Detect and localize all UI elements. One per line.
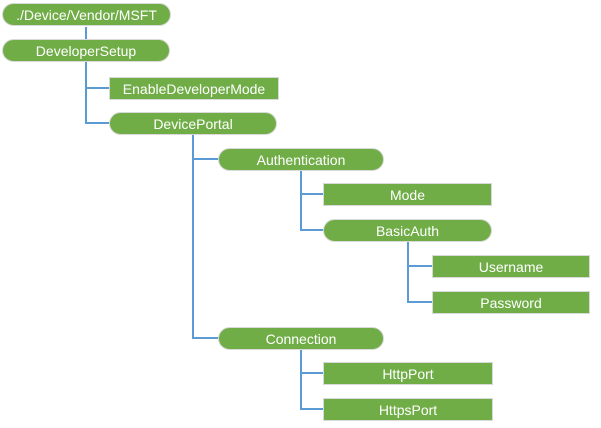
connector-branch-deviceportal xyxy=(85,122,111,124)
tree-node-authentication: Authentication xyxy=(218,148,384,171)
tree-node-username: Username xyxy=(432,255,590,278)
connector-branch-httpport xyxy=(300,372,325,374)
connector-trunk-authentication xyxy=(300,171,302,231)
connector-branch-enabledevelopermode xyxy=(85,87,111,89)
tree-node-device-vendor-msft: ./Device/Vendor/MSFT xyxy=(2,3,171,26)
tree-node-connection: Connection xyxy=(218,327,384,350)
connector-branch-connection xyxy=(192,337,220,339)
tree-node-httpsport: HttpsPort xyxy=(323,398,493,421)
connector-branch-username xyxy=(407,265,434,267)
tree-node-developersetup: DeveloperSetup xyxy=(2,39,170,62)
connector-trunk-developersetup xyxy=(85,62,87,124)
connector-branch-password xyxy=(407,301,434,303)
connector-branch-httpsport xyxy=(300,408,325,410)
connector-branch-authentication xyxy=(192,158,220,160)
connector-msft-developersetup xyxy=(85,27,87,39)
connector-branch-mode xyxy=(300,193,325,195)
tree-node-deviceportal: DevicePortal xyxy=(109,112,277,135)
tree-node-httpport: HttpPort xyxy=(323,362,493,385)
tree-node-basicauth: BasicAuth xyxy=(323,219,492,242)
connector-trunk-deviceportal xyxy=(192,135,194,339)
tree-node-mode: Mode xyxy=(323,183,492,206)
connector-trunk-basicauth xyxy=(407,242,409,303)
connector-trunk-connection xyxy=(300,350,302,410)
connector-branch-basicauth xyxy=(300,229,325,231)
tree-node-enabledevelopermode: EnableDeveloperMode xyxy=(109,77,279,100)
tree-node-password: Password xyxy=(432,291,590,314)
